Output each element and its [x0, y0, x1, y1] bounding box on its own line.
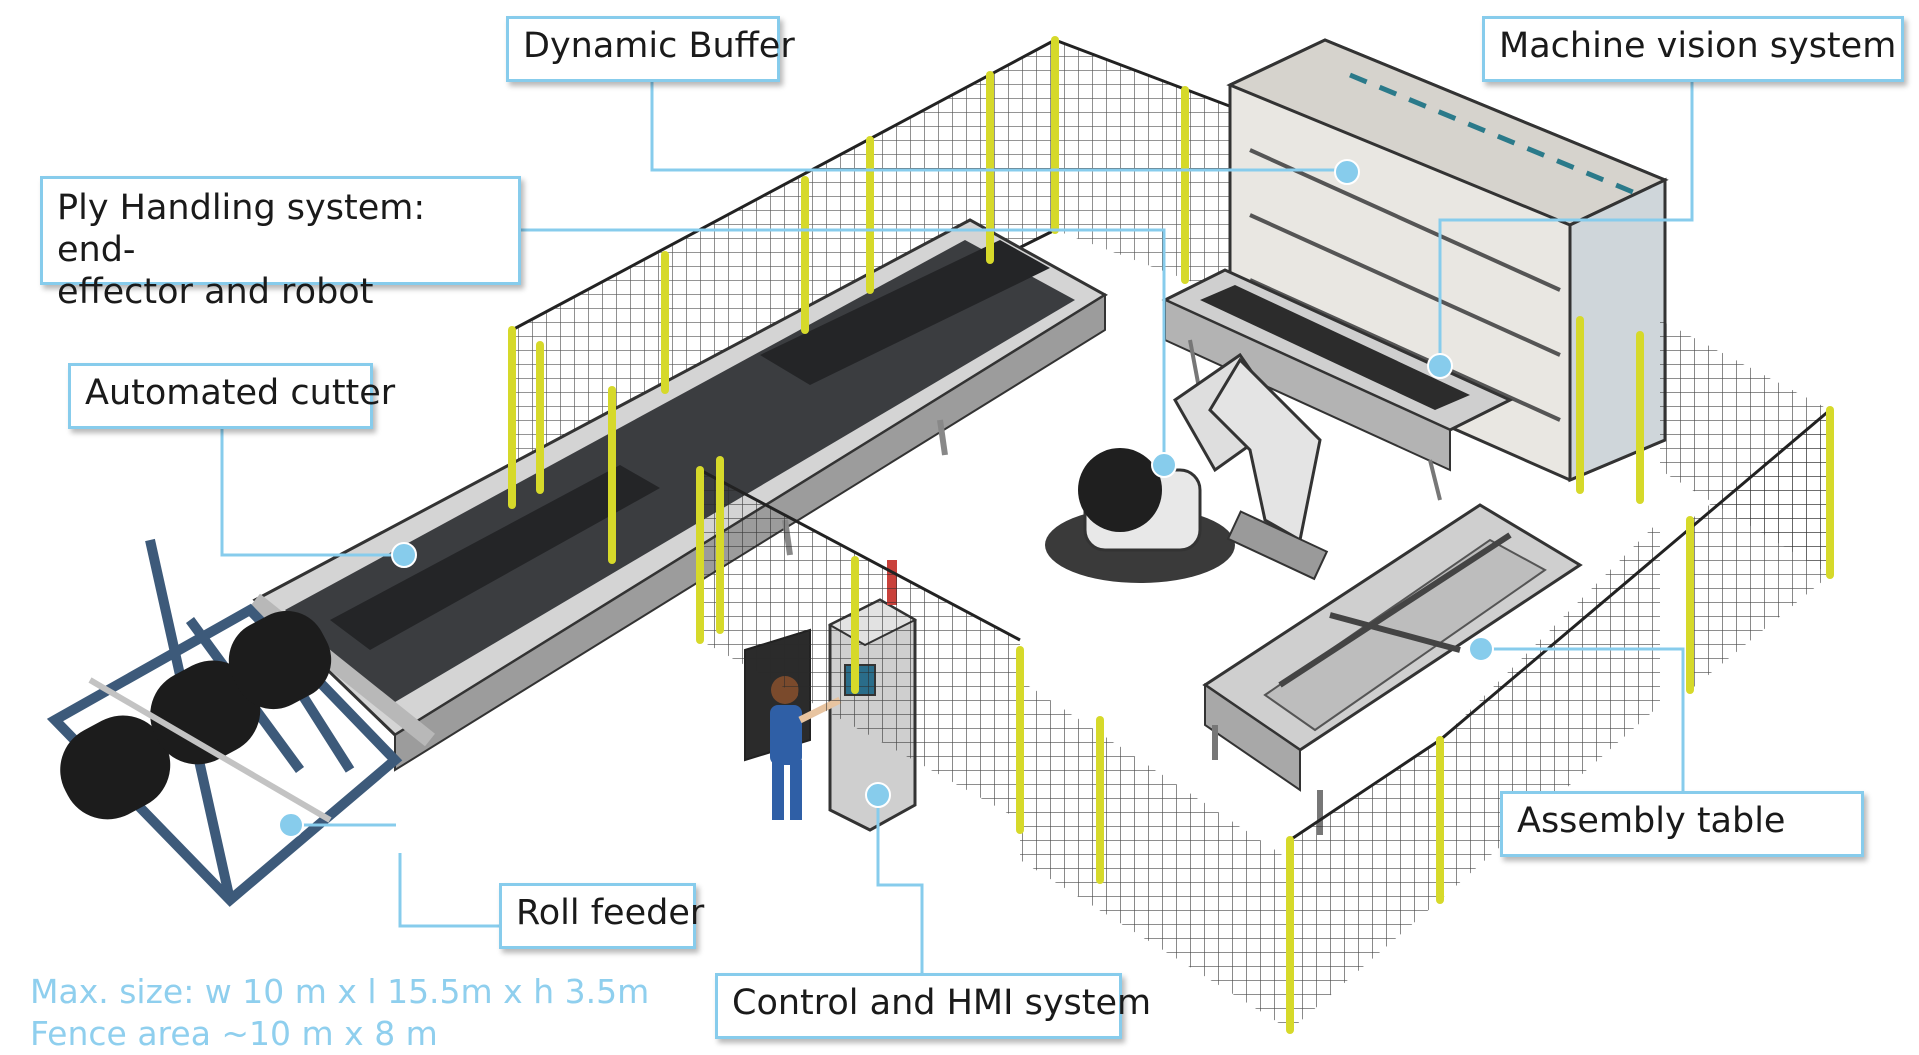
fence-front-right	[1289, 320, 1831, 1030]
callout-automated-cutter: Automated cutter	[68, 363, 395, 429]
callout-dynamic-buffer: Dynamic Buffer	[506, 16, 795, 82]
callout-roll-feeder: Roll feeder	[499, 883, 704, 949]
assembly-table	[1202, 503, 1583, 835]
note-max-size: Max. size: w 10 m x l 15.5m x h 3.5m	[30, 972, 650, 1011]
callout-ply-handling-system: Ply Handling system: end- effector and r…	[40, 176, 521, 312]
callout-control-and-hmi-system: Control and HMI system	[715, 973, 1151, 1039]
callout-machine-vision-system: Machine vision system	[1482, 16, 1904, 82]
callout-ply-handling-line-2: effector and robot	[57, 272, 374, 312]
roll-feeder	[46, 538, 403, 907]
dynamic-buffer-tray	[1161, 268, 1514, 501]
leader-lines	[220, 80, 1694, 985]
callout-ply-handling-line-1: Ply Handling system: end-	[57, 188, 426, 270]
industrial-robot	[1045, 352, 1329, 583]
fence-front-middle	[699, 468, 1290, 1030]
note-fence-area: Fence area ~10 m x 8 m	[30, 1014, 438, 1053]
callout-assembly-table: Assembly table	[1500, 791, 1864, 857]
leader-dots	[278, 159, 1494, 838]
